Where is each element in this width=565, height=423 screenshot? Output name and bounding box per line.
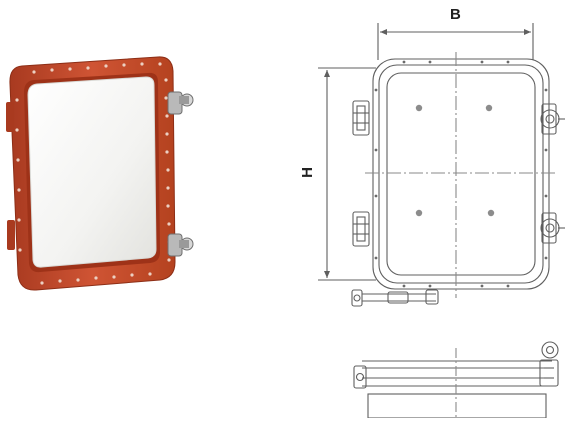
hinge-top [167, 91, 194, 115]
outer-frame [372, 58, 550, 290]
left-hinge-top [352, 100, 370, 136]
hinge-bottom [167, 233, 194, 257]
dimension-label-h: H [298, 167, 316, 178]
right-clamp-bottom [540, 212, 565, 244]
mounting-holes [415, 104, 495, 217]
dimension-label-b: B [450, 6, 461, 23]
front-view-drawing [318, 23, 565, 307]
side-right-clamp [539, 341, 559, 387]
right-clamp-top [540, 103, 565, 135]
side-view-drawing [353, 341, 559, 419]
glass-panel [27, 76, 157, 268]
dimension-h [318, 67, 376, 281]
hatch-photo [6, 56, 194, 291]
inner-opening [386, 72, 536, 276]
dimension-b [377, 23, 534, 60]
left-hinge-bottom [352, 211, 370, 247]
side-left-lug [353, 365, 367, 389]
frame-bolts [15, 62, 171, 285]
bottom-stay-arm [351, 289, 439, 307]
